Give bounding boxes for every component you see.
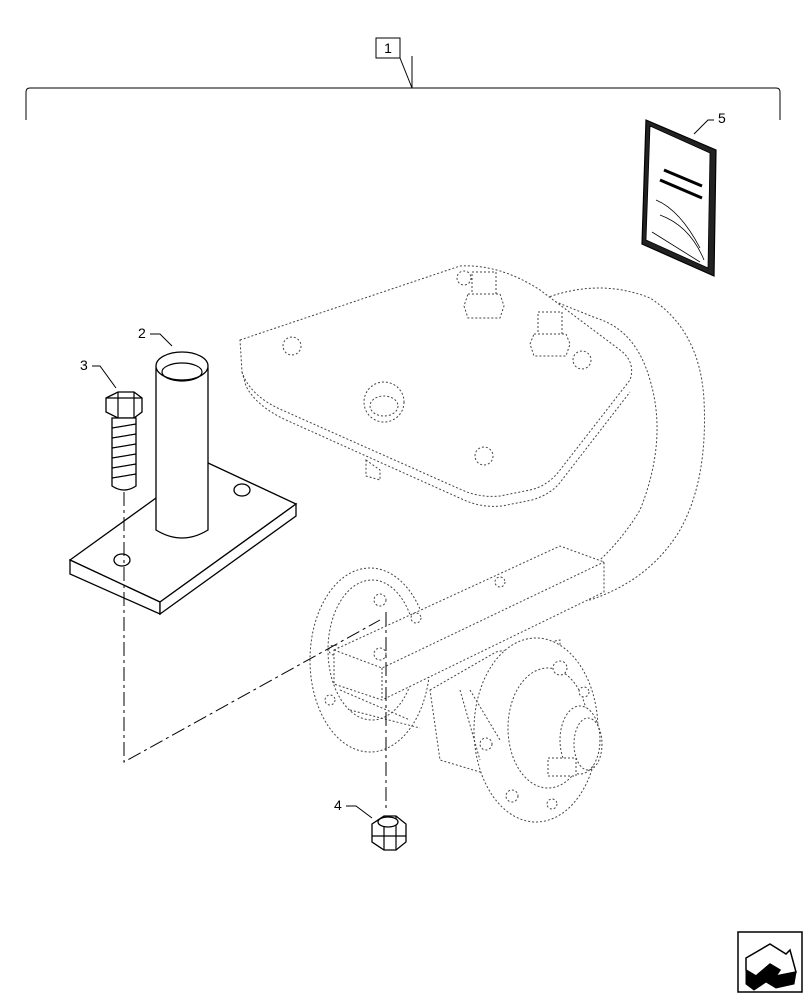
callout-3: 3 [80,357,88,373]
reference-axle-assembly [239,265,705,823]
assembly-center-lines [123,492,387,808]
manual-booklet [641,119,717,277]
next-page-arrow-icon[interactable] [737,931,803,993]
kit-bracket [25,37,781,120]
hex-bolt [105,391,143,491]
callout-5: 5 [718,110,726,126]
callout-1: 1 [384,40,392,56]
callout-2: 2 [138,325,146,341]
lock-nut [371,815,407,851]
callout-4: 4 [334,797,342,813]
pin-base-plate [68,351,298,616]
